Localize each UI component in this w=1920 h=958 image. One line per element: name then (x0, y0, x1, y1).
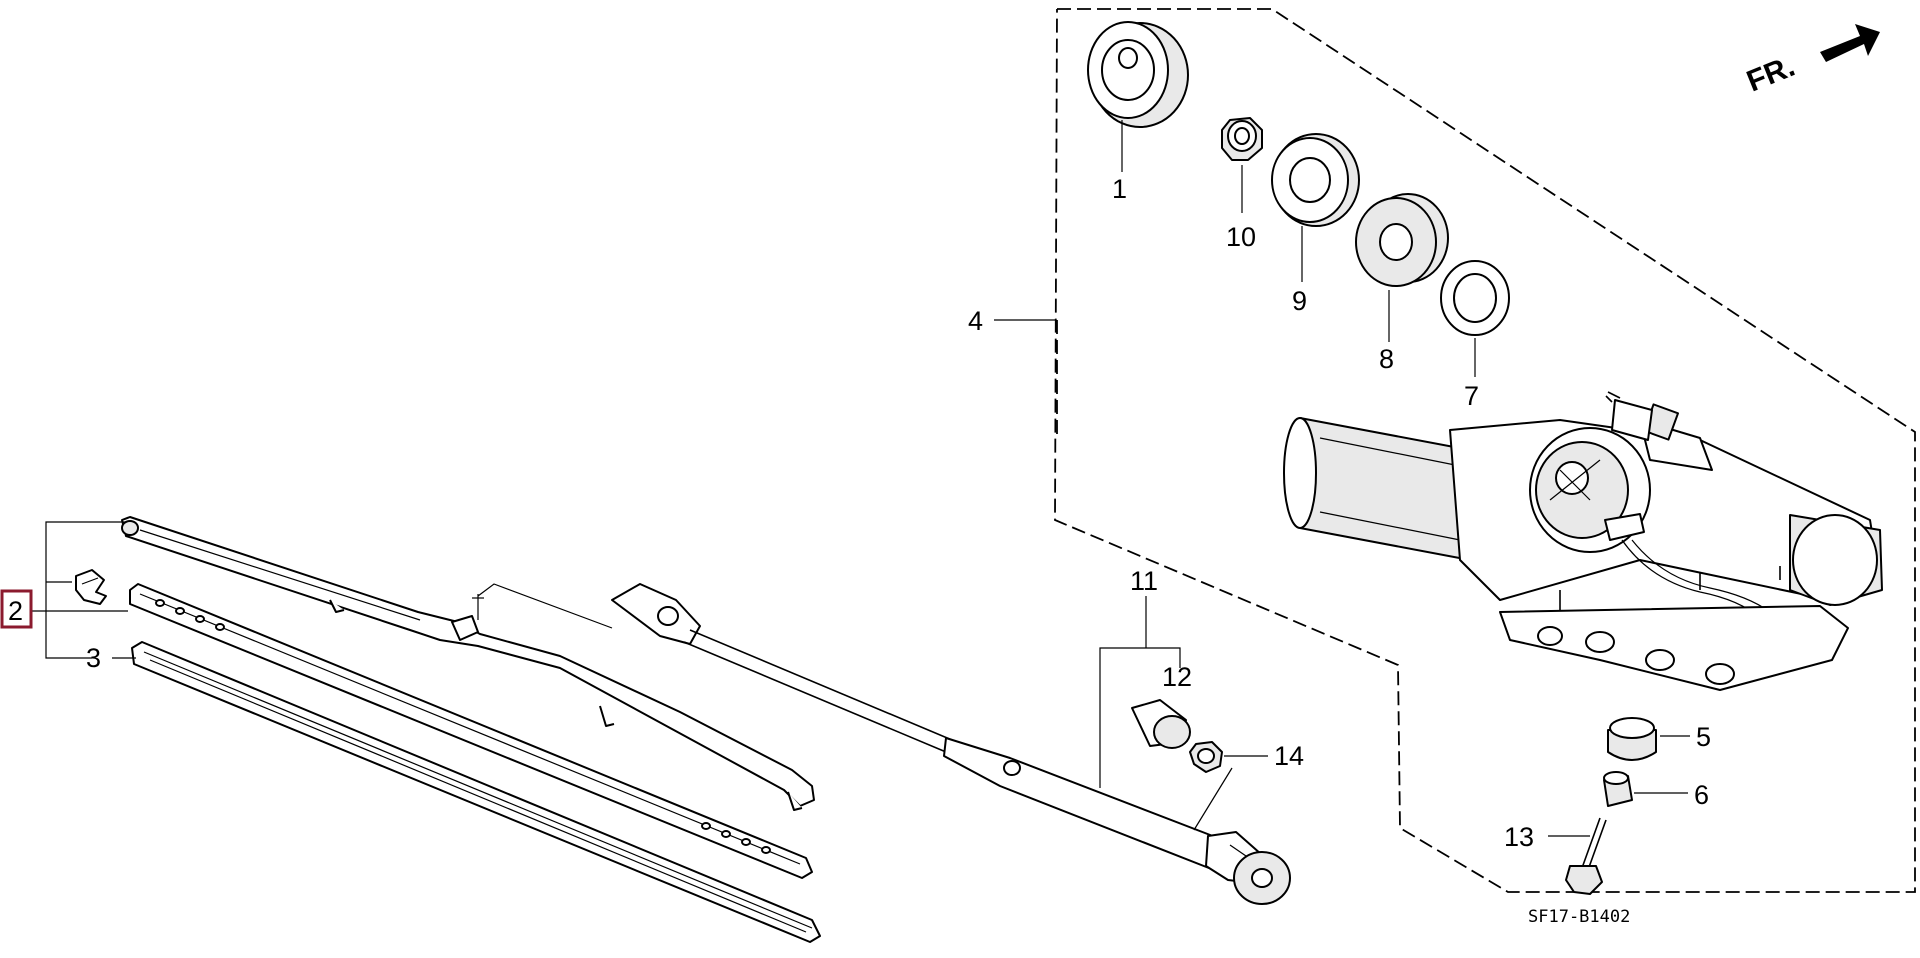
part-9-washer[interactable] (1271, 133, 1360, 282)
front-arrow-icon (1820, 24, 1880, 62)
wiper-motor[interactable] (1283, 391, 1883, 691)
callout-1[interactable]: 1 (1112, 174, 1127, 204)
callout-6[interactable]: 6 (1694, 780, 1709, 810)
callout-2-highlight[interactable]: 2 (0, 589, 33, 629)
part-10-nut[interactable] (1221, 117, 1263, 213)
callout-13[interactable]: 13 (1504, 822, 1534, 852)
blade-clip[interactable] (75, 569, 107, 605)
callout-11[interactable]: 11 (1130, 566, 1158, 596)
part-7-ring[interactable] (1440, 260, 1510, 377)
part-12-cap[interactable] (1131, 699, 1191, 749)
callout-4[interactable]: 4 (968, 306, 983, 336)
highlight-box (0, 589, 33, 629)
part-1-cap[interactable] (1087, 21, 1189, 172)
callouts: 1 10 9 8 7 4 5 6 13 11 12 14 3 2 SF17-B1… (0, 174, 1711, 927)
part-2-blade-assembly[interactable] (121, 516, 815, 811)
diagram-code: SF17-B1402 (1528, 907, 1630, 927)
callout-5[interactable]: 5 (1696, 722, 1711, 752)
front-direction-label: FR. (1742, 50, 1799, 99)
callout-2[interactable]: 2 (8, 596, 23, 626)
part-3-blade-refill[interactable] (131, 641, 821, 943)
part-13-bolt[interactable] (1548, 817, 1607, 895)
callout-3[interactable]: 3 (86, 643, 101, 673)
part-11-wiper-arm[interactable] (611, 583, 1291, 905)
callout-9[interactable]: 9 (1292, 286, 1307, 316)
part-5-rubber-mount[interactable] (1607, 717, 1690, 761)
callout-10[interactable]: 10 (1226, 222, 1256, 252)
leader-lines (32, 319, 1233, 831)
callout-8[interactable]: 8 (1379, 344, 1394, 374)
callout-7[interactable]: 7 (1464, 381, 1479, 411)
part-2-blade-rubber[interactable] (129, 583, 813, 879)
part-14-nut[interactable] (1189, 741, 1268, 773)
front-direction-indicator: FR. (1742, 24, 1880, 98)
part-8-bushing[interactable] (1355, 193, 1449, 342)
part-6-collar[interactable] (1603, 771, 1688, 807)
callout-14[interactable]: 14 (1274, 741, 1304, 771)
callout-12[interactable]: 12 (1162, 662, 1192, 692)
assembly-outline (1054, 8, 1916, 893)
rubber-slots (155, 599, 771, 854)
